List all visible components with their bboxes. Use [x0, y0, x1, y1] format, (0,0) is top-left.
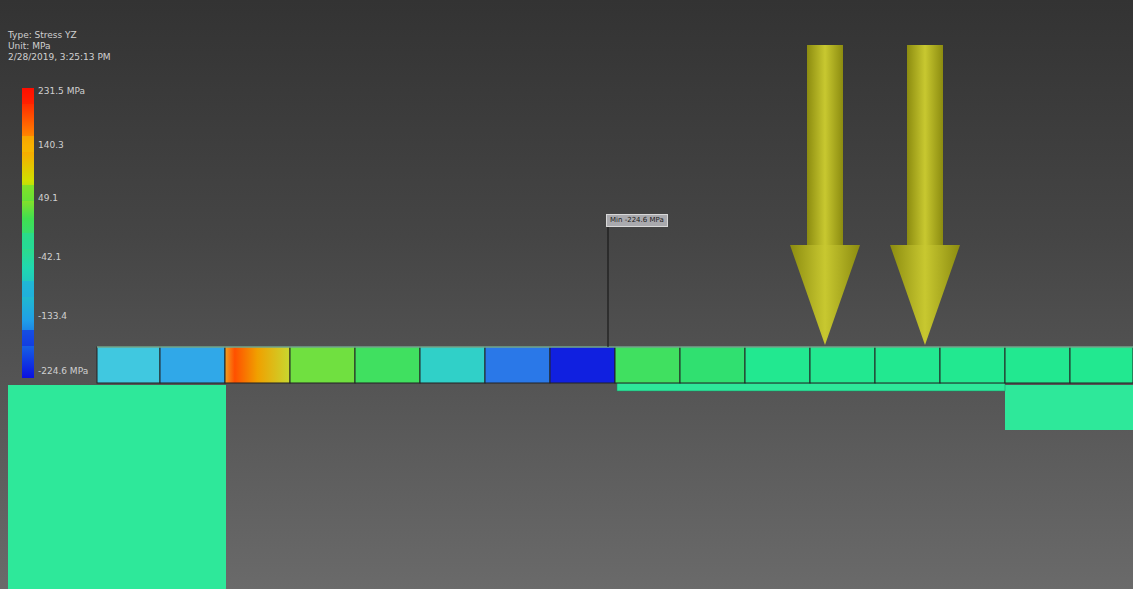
legend-value: -42.1	[38, 252, 61, 263]
left-support	[8, 385, 226, 589]
legend-value: -224.6 MPa	[38, 366, 88, 377]
legend-swatch	[22, 185, 34, 201]
callout-box: Min -224.6 MPa	[606, 214, 668, 227]
load-arrow	[790, 45, 960, 345]
legend-swatch	[22, 136, 34, 152]
callout-text: Min -224.6 MPa	[610, 216, 664, 225]
leader-line	[608, 227, 609, 347]
legend-value: 231.5 MPa	[38, 86, 85, 97]
legend-swatch	[22, 88, 34, 104]
header-label: Type: Stress YZ	[8, 30, 77, 41]
right-support	[1005, 385, 1133, 430]
color-bar	[22, 88, 34, 378]
beam	[97, 347, 1133, 383]
legend-value: 140.3	[38, 140, 64, 151]
legend-value: 49.1	[38, 193, 58, 204]
legend-swatch	[22, 281, 34, 297]
legend-value: -133.4	[38, 311, 67, 322]
legend-swatch	[22, 330, 34, 346]
legend-swatch	[22, 233, 34, 249]
header-label: 2/28/2019, 3:25:13 PM	[8, 52, 111, 63]
plate	[617, 383, 1005, 391]
header-label: Unit: MPa	[8, 41, 51, 52]
